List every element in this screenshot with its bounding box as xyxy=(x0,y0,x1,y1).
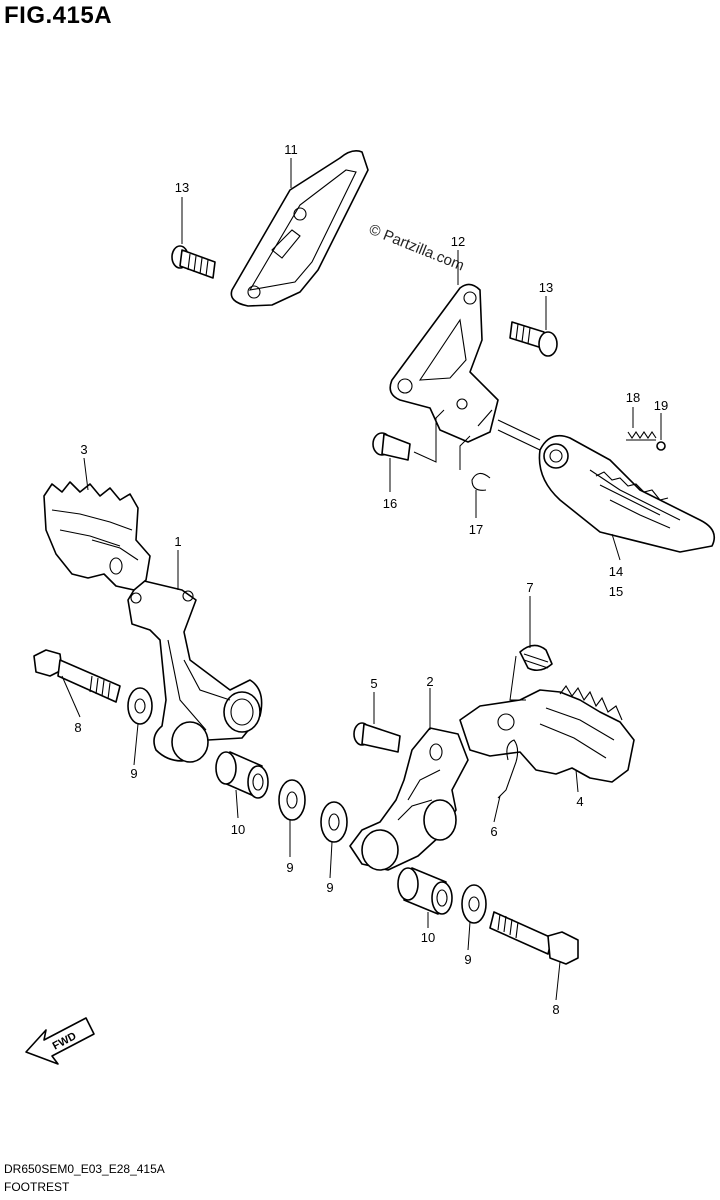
bolt-part-13-left xyxy=(171,245,216,279)
spring-part-7 xyxy=(509,644,553,701)
fwd-arrow-icon: FWD xyxy=(25,1017,95,1065)
callout-13-left: 13 xyxy=(175,180,189,195)
callout-16: 16 xyxy=(383,496,397,511)
callout-6: 6 xyxy=(490,824,497,839)
ball-part-19 xyxy=(656,441,666,451)
diagram-code: DR650SEM0_E03_E28_415A xyxy=(4,1162,165,1176)
callout-11: 11 xyxy=(284,142,298,157)
figure-title: FIG.415A xyxy=(4,2,113,29)
washer-part-9-b xyxy=(278,779,306,821)
washer-part-9-a xyxy=(127,687,153,725)
footpeg-part-4 xyxy=(459,685,635,783)
pin-part-5 xyxy=(353,722,401,753)
bracket-part-1 xyxy=(127,579,263,763)
callout-14: 14 xyxy=(609,564,623,579)
callout-1: 1 xyxy=(174,534,181,549)
clip-part-17 xyxy=(459,435,491,491)
footpeg-part-3 xyxy=(43,481,151,591)
callout-13-right: 13 xyxy=(539,280,553,295)
clip-part-6 xyxy=(497,739,519,799)
callout-4: 4 xyxy=(576,794,583,809)
collar-part-10-right xyxy=(397,867,453,915)
callout-12: 12 xyxy=(451,234,465,249)
washer-part-9-c xyxy=(320,801,348,843)
leader-lines xyxy=(61,158,662,1001)
callout-9-b: 9 xyxy=(286,860,293,875)
callout-17: 17 xyxy=(469,522,483,537)
callout-labels: 1 2 3 4 5 6 7 8 8 9 9 9 9 10 10 11 12 13… xyxy=(74,142,668,1017)
callout-2: 2 xyxy=(426,674,433,689)
callout-15: 15 xyxy=(609,584,623,599)
bolt-part-8-left xyxy=(33,649,121,703)
callout-7: 7 xyxy=(526,580,533,595)
pin-part-16 xyxy=(372,409,445,463)
callout-9-d: 9 xyxy=(464,952,471,967)
callout-9-c: 9 xyxy=(326,880,333,895)
bolt-part-13-right xyxy=(509,321,558,357)
heel-guard-part-11 xyxy=(230,150,369,307)
callout-8-left: 8 xyxy=(74,720,81,735)
bolt-part-8-right xyxy=(489,911,579,965)
callout-8-right: 8 xyxy=(552,1002,559,1017)
bracket-part-12 xyxy=(389,283,499,443)
callout-9-a: 9 xyxy=(130,766,137,781)
spring-part-18 xyxy=(626,431,657,441)
washer-part-9-d xyxy=(461,884,487,924)
diagram-caption: FOOTREST xyxy=(4,1180,70,1194)
footrest-part-14-15 xyxy=(497,419,716,553)
callout-5: 5 xyxy=(370,676,377,691)
bracket-part-2 xyxy=(349,727,469,871)
callout-3: 3 xyxy=(80,442,87,457)
callout-19: 19 xyxy=(654,398,668,413)
callout-18: 18 xyxy=(626,390,640,405)
callout-10-left: 10 xyxy=(231,822,245,837)
callout-10-right: 10 xyxy=(421,930,435,945)
collar-part-10-left xyxy=(215,751,269,799)
